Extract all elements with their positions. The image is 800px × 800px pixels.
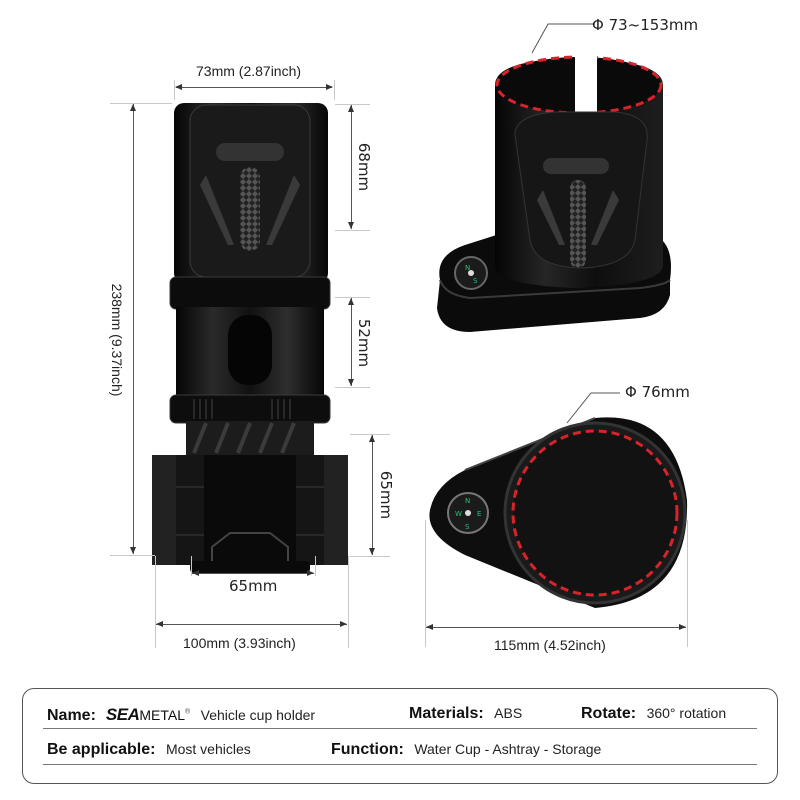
svg-text:N: N [465,264,470,272]
cup-holder-top-view-illustration: N W E S [429,417,688,608]
svg-text:E: E [477,510,481,518]
base-outer-width-label: 100mm (3.93inch) [183,635,296,651]
rotate-value: 360° rotation [646,705,727,721]
spec-function: Function: Water Cup - Ashtray - Storage [331,741,601,759]
base-height-label: 65mm [377,470,395,520]
materials-value: ABS [494,705,523,721]
diameter-leader-line [531,23,595,54]
spec-name: Name: SEAMETAL® Vehicle cup holder [47,705,315,725]
total-height-label: 238mm (9.37inch) [109,283,125,397]
spec-applicable: Be applicable: Most vehicles [47,741,251,759]
spec-materials: Materials: ABS [409,705,522,723]
name-label: Name: [47,707,96,724]
tray-width-label: 115mm (4.52inch) [494,637,606,653]
svg-text:S: S [473,277,478,285]
function-label: Function: [331,741,404,758]
svg-text:N: N [465,497,470,505]
cup-holder-perspective-illustration: N S [437,54,671,332]
spec-row-2: Be applicable: Most vehicles Function: W… [43,731,757,765]
cup-holder-side-view-illustration [152,103,348,573]
name-value: Vehicle cup holder [200,707,316,723]
top-width-label: 73mm (2.87inch) [196,63,302,79]
middle-height-label: 52mm [355,318,373,368]
function-value: Water Cup - Ashtray - Storage [414,741,602,757]
svg-text:S: S [465,523,470,531]
cup-diameter-leader-line [566,392,620,424]
spec-rotate: Rotate: 360° rotation [581,705,726,723]
spec-row-1: Name: SEAMETAL® Vehicle cup holder Materi… [43,695,757,729]
brand-logo-metal: METAL [139,707,186,723]
brand-logo-sea: SEA [105,705,140,724]
materials-label: Materials: [409,705,484,722]
svg-text:W: W [455,510,462,518]
applicable-label: Be applicable: [47,741,156,758]
registered-mark: ® [185,708,191,716]
cup-diameter-label: Φ 76mm [625,383,690,401]
applicable-value: Most vehicles [165,741,251,757]
rotate-label: Rotate: [581,705,637,722]
base-inner-width-label: 65mm [229,577,278,595]
upper-height-label: 68mm [355,142,373,192]
adjustable-diameter-label: Φ 73~153mm [592,16,699,34]
spec-table: Name: SEAMETAL® Vehicle cup holder Materi… [22,688,778,784]
